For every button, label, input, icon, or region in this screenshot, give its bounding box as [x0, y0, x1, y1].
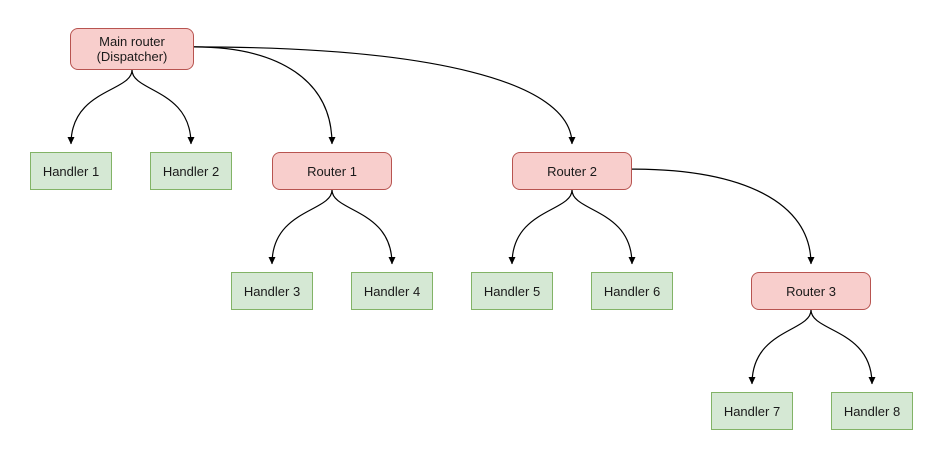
node-handler-7[interactable]: Handler 7: [711, 392, 793, 430]
node-router-3[interactable]: Router 3: [751, 272, 871, 310]
node-label-handler-3: Handler 3: [243, 283, 301, 299]
node-handler-6[interactable]: Handler 6: [591, 272, 673, 310]
node-router-2[interactable]: Router 2: [512, 152, 632, 190]
edge-router-3-to-handler-8: [810, 309, 876, 385]
node-handler-8[interactable]: Handler 8: [831, 392, 913, 430]
node-handler-2[interactable]: Handler 2: [150, 152, 232, 190]
node-label-router-1: Router 1: [307, 163, 357, 179]
node-router-1[interactable]: Router 1: [272, 152, 392, 190]
node-main-router[interactable]: Main router (Dispatcher): [70, 28, 194, 70]
node-label-handler-5: Handler 5: [483, 283, 541, 299]
edge-router-2-to-handler-6: [571, 189, 636, 265]
node-handler-5[interactable]: Handler 5: [471, 272, 553, 310]
node-label-handler-6: Handler 6: [603, 283, 661, 299]
edge-router-3-to-handler-7: [748, 309, 812, 385]
edge-main-router-to-router-2: [193, 46, 576, 145]
edge-main-router-to-router-1: [193, 46, 336, 145]
node-label-main-router: Main router (Dispatcher): [96, 34, 168, 64]
node-handler-3[interactable]: Handler 3: [231, 272, 313, 310]
node-label-router-2: Router 2: [547, 163, 597, 179]
node-label-handler-2: Handler 2: [162, 163, 220, 179]
edge-router-1-to-handler-3: [268, 189, 333, 265]
node-label-router-3: Router 3: [786, 283, 836, 299]
node-handler-4[interactable]: Handler 4: [351, 272, 433, 310]
edge-router-2-to-router-3: [631, 168, 815, 265]
node-handler-1[interactable]: Handler 1: [30, 152, 112, 190]
edge-main-router-to-handler-1: [67, 69, 133, 145]
edge-router-2-to-handler-5: [508, 189, 573, 265]
node-label-handler-7: Handler 7: [723, 403, 781, 419]
edge-main-router-to-handler-2: [131, 69, 195, 145]
edge-router-1-to-handler-4: [331, 189, 396, 265]
node-label-handler-1: Handler 1: [42, 163, 100, 179]
node-label-handler-8: Handler 8: [843, 403, 901, 419]
node-label-handler-4: Handler 4: [363, 283, 421, 299]
